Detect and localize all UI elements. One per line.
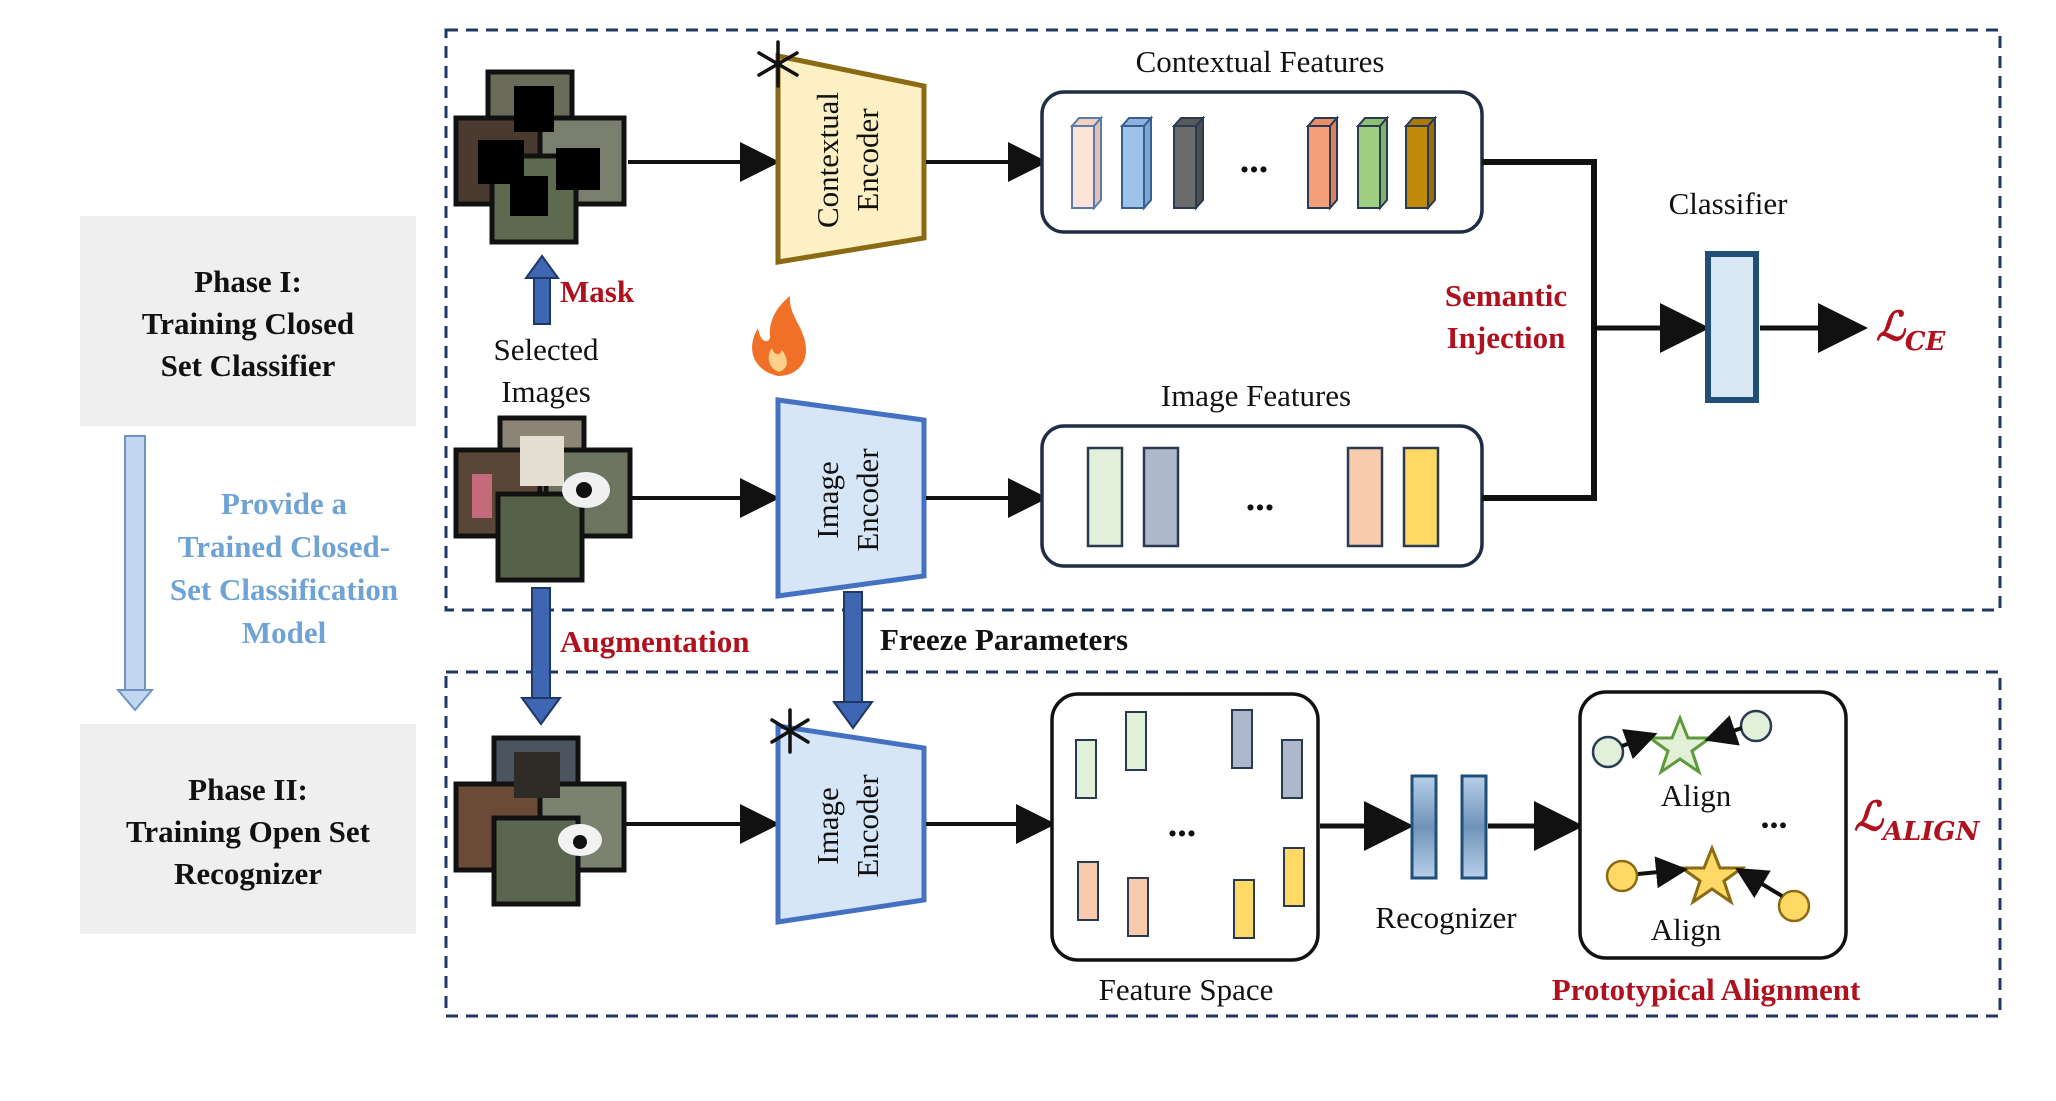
contextual-features-label: Contextual Features: [1136, 44, 1385, 79]
ctx-dots: ...: [1240, 139, 1269, 181]
contextual-encoder-line2: Encoder: [850, 108, 885, 212]
semantic-injection-line2: Injection: [1447, 320, 1566, 355]
phase1-line2: Training Closed: [142, 306, 354, 341]
phase2-box: [80, 724, 416, 934]
transition-line2: Trained Closed-: [178, 529, 390, 564]
ctx-vector-6: [1403, 115, 1438, 211]
align-top-group: [1591, 709, 1773, 776]
phase2-line2: Training Open Set: [126, 814, 371, 849]
green-sample-left: [1591, 735, 1625, 769]
selected-images-line1: Selected: [493, 332, 599, 367]
feature-space-label: Feature Space: [1099, 972, 1274, 1007]
yellow-sample-right: [1777, 889, 1811, 923]
img-vector-1: [1086, 446, 1124, 548]
contextual-encoder-line1: Contextual: [810, 92, 845, 228]
recognizer-layer-1: [1410, 774, 1438, 880]
phase2-panel: [444, 670, 2002, 1018]
transition-line4: Model: [242, 615, 327, 650]
classifier-label: Classifier: [1669, 186, 1788, 221]
recognizer-layer-2: [1460, 774, 1488, 880]
prototypical-alignment-label: Prototypical Alignment: [1552, 972, 1861, 1007]
loss-ce: ℒCE: [1876, 303, 1947, 357]
loss-align: ℒALIGN: [1854, 793, 1981, 847]
image-encoder2-line2: Encoder: [850, 774, 885, 878]
image-encoder-frozen: [775, 723, 927, 925]
image-encoder-line2: Encoder: [850, 448, 885, 552]
phase2-line3: Recognizer: [174, 856, 322, 891]
mask-label: Mask: [560, 274, 635, 309]
feature-space-points: [1075, 709, 1305, 939]
img-vector-4: [1402, 446, 1440, 548]
img-vector-2: [1142, 446, 1180, 548]
contextual-feature-vectors: [1069, 115, 1438, 211]
transition-line3: Set Classification: [170, 572, 398, 607]
semantic-injection-line1: Semantic: [1445, 278, 1567, 313]
phase1-box: [80, 216, 416, 426]
image-features-label: Image Features: [1161, 378, 1351, 413]
ctx-vector-5: [1355, 115, 1390, 211]
mask-arrow: [524, 254, 560, 325]
freeze-arrow: [832, 591, 874, 730]
align-bottom-label: Align: [1651, 912, 1722, 947]
image-encoder: [775, 397, 927, 599]
freeze-parameters-label: Freeze Parameters: [880, 622, 1128, 657]
ctx-vector-4: [1305, 115, 1340, 211]
snowflake-icon: [770, 708, 810, 754]
align-top-label: Align: [1661, 778, 1732, 813]
ctx-vector-2: [1119, 115, 1154, 211]
img-dots: ...: [1246, 477, 1275, 519]
image-feature-vectors: [1086, 446, 1440, 548]
classifier-block: [1705, 251, 1759, 403]
align-bottom-group: [1605, 843, 1811, 923]
ctx-vector-3: [1171, 115, 1206, 211]
contextual-encoder: [775, 52, 927, 265]
yellow-sample-left: [1605, 859, 1639, 893]
image-encoder2-line1: Image: [810, 787, 845, 864]
yellow-prototype-star-icon: [1677, 843, 1747, 906]
image-encoder-line1: Image: [810, 461, 845, 538]
phase2-line1: Phase II:: [188, 772, 308, 807]
space-dots: ...: [1168, 803, 1197, 845]
selected-images-line2: Images: [501, 374, 591, 409]
align-dots: ...: [1761, 796, 1788, 836]
recognizer-label: Recognizer: [1375, 900, 1517, 935]
green-sample-right: [1739, 709, 1773, 743]
phase1-line1: Phase I:: [194, 264, 302, 299]
ctx-vector-1: [1069, 115, 1104, 211]
augmentation-label: Augmentation: [560, 624, 749, 659]
phase1-panel: [444, 28, 2002, 612]
selected-images: [453, 415, 633, 583]
masked-images: [453, 69, 627, 245]
img-vector-3: [1346, 446, 1384, 548]
augmentation-arrow: [520, 587, 562, 726]
transition-line1: Provide a: [221, 486, 347, 521]
augmented-images: [453, 735, 627, 907]
phase-transition-arrow: [115, 435, 155, 712]
flame-icon: [752, 296, 806, 376]
phase1-line3: Set Classifier: [161, 348, 336, 383]
snowflake-icon: [757, 40, 799, 88]
